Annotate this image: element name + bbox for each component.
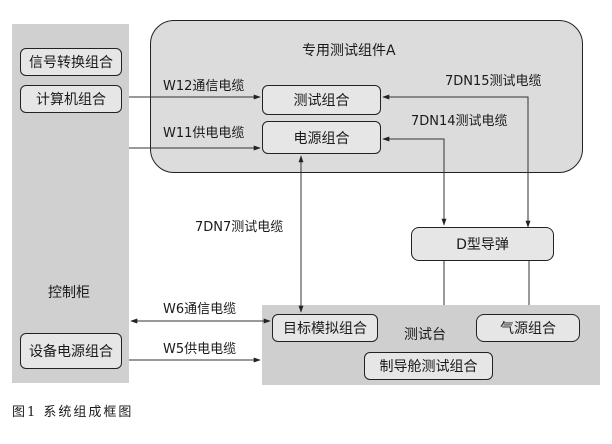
power-unit-label: 电源组合 <box>293 130 350 147</box>
computer-label: 计算机组合 <box>36 92 106 108</box>
w6-label: W6通信电缆 <box>163 302 237 317</box>
w12-label: W12通信电缆 <box>163 79 245 94</box>
computer-unit: 计算机组合 <box>20 85 122 113</box>
signal-conversion-unit: 信号转换组合 <box>20 48 122 76</box>
test-unit: 测试组合 <box>262 85 381 115</box>
d-missile: D型导弹 <box>411 227 554 261</box>
dn7-label: 7DN7测试电缆 <box>195 220 284 235</box>
guidance-cabin-test-unit: 制导舱测试组合 <box>364 352 493 380</box>
gas-source-label: 气源组合 <box>500 321 556 337</box>
dn15-cable-line <box>382 94 531 228</box>
d-missile-label: D型导弹 <box>456 237 509 253</box>
dn15-label: 7DN15测试电缆 <box>445 74 542 89</box>
cabinet-title: 控制柜 <box>48 285 90 301</box>
w5-label: W5供电电缆 <box>163 342 237 357</box>
guidance-cabin-test-label: 制导舱测试组合 <box>379 359 478 375</box>
test-component-a-title: 专用测试组件A <box>302 43 396 59</box>
target-simulation-label: 目标模拟组合 <box>283 321 367 337</box>
dn14-cable-line <box>382 136 447 226</box>
test-unit-label: 测试组合 <box>293 93 350 109</box>
gas-source-unit: 气源组合 <box>476 314 580 342</box>
dn14-label: 7DN14测试电缆 <box>411 114 508 129</box>
w11-label: W11供电电缆 <box>163 126 245 141</box>
target-simulation-unit: 目标模拟组合 <box>272 314 378 342</box>
control-cabinet <box>12 24 129 383</box>
equipment-power-label: 设备电源组合 <box>29 344 113 360</box>
equipment-power-unit: 设备电源组合 <box>20 333 122 369</box>
test-bed-title: 测试台 <box>404 327 446 343</box>
figure-caption: 图1 系统组成框图 <box>12 405 134 420</box>
signal-conversion-label: 信号转换组合 <box>29 55 113 71</box>
power-unit: 电源组合 <box>262 121 381 154</box>
